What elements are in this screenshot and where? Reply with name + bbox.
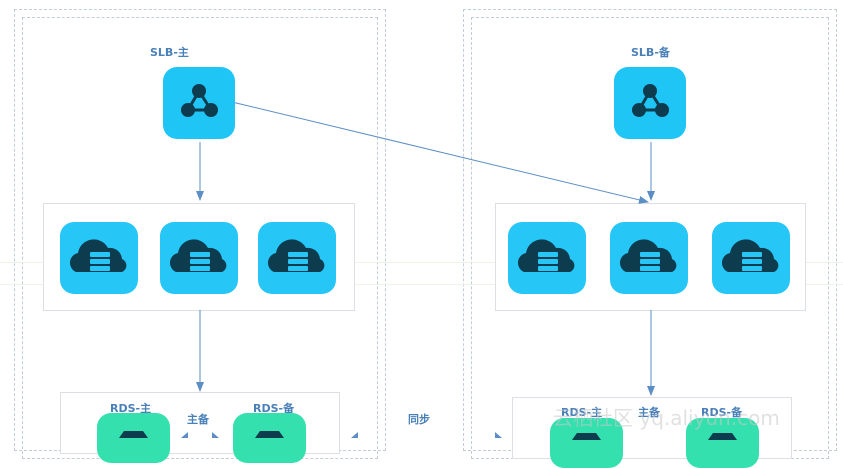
- rds-primary-label: RDS-主: [110, 402, 152, 415]
- cloud-server-icon: [721, 239, 779, 272]
- load-balancer-icon: [181, 84, 218, 117]
- load-balancer-icon: [632, 84, 669, 117]
- rds-standby-label: RDS-备: [253, 402, 295, 415]
- ecs-server-icon: [610, 222, 688, 294]
- database-icon: [119, 431, 148, 438]
- cloud-server-icon: [169, 239, 227, 272]
- connection-arrows: [181, 101, 655, 438]
- faint-band: [0, 262, 843, 263]
- watermark: 云栖社区 yq.aliyun.com: [553, 406, 780, 430]
- rds-relation-label: 主备: [638, 406, 660, 419]
- slb-primary-label: SLB-主: [150, 46, 189, 59]
- arrow-cross-slb-to-standby-ecs: [231, 101, 649, 204]
- database-icon: [255, 431, 284, 438]
- ecs-server-icon: [712, 222, 790, 294]
- ecs-server-icon: [60, 222, 138, 294]
- cloud-server-icon: [69, 239, 127, 272]
- rds-primary-label: RDS-主: [561, 406, 603, 419]
- slb-standby-icon: [614, 67, 686, 139]
- ecs-server-icon: [258, 222, 336, 294]
- cloud-server-icon: [619, 239, 677, 272]
- cloud-server-icon: [517, 239, 575, 272]
- sync-label: 同步: [408, 413, 430, 426]
- slb-standby-label: SLB-备: [631, 46, 670, 59]
- cloud-server-icon: [267, 239, 325, 272]
- rds-standby-label: RDS-备: [701, 406, 743, 419]
- rds-relation-label: 主备: [187, 413, 209, 426]
- rds-primary-db-icon: [97, 413, 170, 463]
- faint-band: [0, 284, 843, 285]
- ecs-server-icon: [508, 222, 586, 294]
- ecs-server-icon: [160, 222, 238, 294]
- slb-primary-icon: [163, 67, 235, 139]
- sync-arrow-head-left: [181, 432, 188, 438]
- rds-standby-db-icon: [233, 413, 306, 463]
- sync-arrow-head-right: [212, 432, 219, 438]
- sync-arrow-head-mid: [351, 432, 358, 438]
- sync-arrow-head-end: [495, 432, 502, 438]
